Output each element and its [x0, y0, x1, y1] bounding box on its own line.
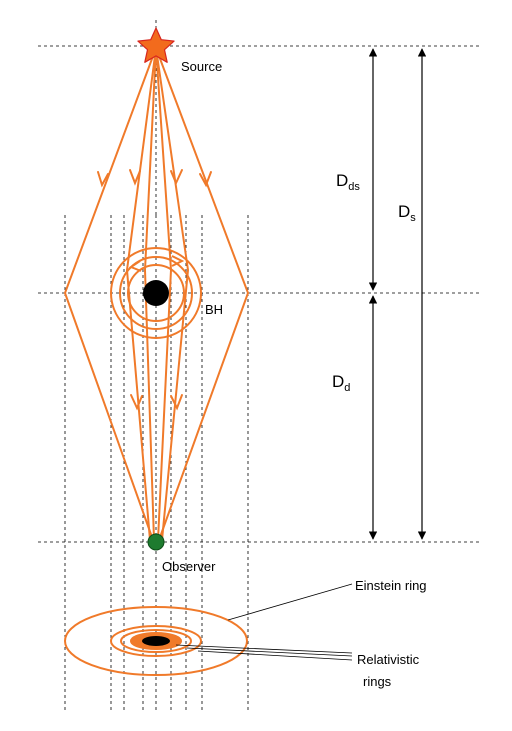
- horizontal-guides: [38, 45, 482, 543]
- source-star-icon: [137, 27, 175, 63]
- einstein-ring-pointer: [227, 583, 353, 621]
- vertical-guides: [64, 20, 249, 712]
- arrowhead-icon: [170, 394, 183, 411]
- distance-arrows: [368, 48, 427, 540]
- einstein-ring-label: Einstein ring: [355, 578, 427, 593]
- relativistic-pointer: [175, 644, 353, 654]
- photon-ring-inner: [127, 264, 185, 322]
- d-d-sub: d: [344, 382, 350, 394]
- arrowhead-icon: [130, 394, 143, 411]
- observer-label: Observer: [162, 559, 216, 574]
- d-ds-main: D: [336, 171, 348, 190]
- d-s-sub: s: [410, 212, 416, 224]
- relativistic-ring: [110, 625, 202, 657]
- ray-arrowheads: [97, 169, 212, 411]
- bh-label: BH: [205, 302, 223, 317]
- d-d-main: D: [332, 372, 344, 391]
- d-s-label: Ds: [398, 202, 416, 224]
- d-d-label: Dd: [332, 372, 350, 394]
- photon-rings: [110, 247, 202, 339]
- d-ds-label: Dds: [336, 171, 360, 193]
- arrowhead-icon: [97, 171, 109, 188]
- photon-ring-middle: [119, 256, 193, 330]
- source-label: Source: [181, 59, 222, 74]
- inner-ray-right: [155, 47, 189, 541]
- relativistic-pointer: [186, 647, 353, 657]
- arrowhead-icon: [170, 169, 183, 186]
- relativistic-label: Relativistic: [357, 652, 420, 667]
- rings-label: rings: [363, 674, 392, 689]
- ring-arrow-icon: [171, 255, 185, 267]
- arrowhead-icon: [129, 169, 141, 186]
- outer-ray-left: [64, 47, 157, 541]
- center-ray-left: [144, 47, 157, 541]
- black-hole: [143, 280, 169, 306]
- pointer-lines: [175, 583, 353, 661]
- observed-image: [64, 606, 248, 676]
- relativistic-pointer: [197, 650, 353, 661]
- einstein-ring: [64, 606, 248, 676]
- ring-arrow-icon: [128, 260, 142, 272]
- black-hole-shadow: [142, 636, 170, 646]
- observer-dot: [147, 533, 165, 551]
- inner-ray-left: [126, 47, 157, 541]
- d-s-main: D: [398, 202, 410, 221]
- outer-ray-right: [155, 47, 249, 541]
- d-ds-sub: ds: [348, 181, 360, 193]
- relativistic-ring: [120, 629, 192, 653]
- photon-ring-outer: [110, 247, 202, 339]
- light-rays: [64, 47, 249, 541]
- arrowhead-icon: [199, 171, 212, 188]
